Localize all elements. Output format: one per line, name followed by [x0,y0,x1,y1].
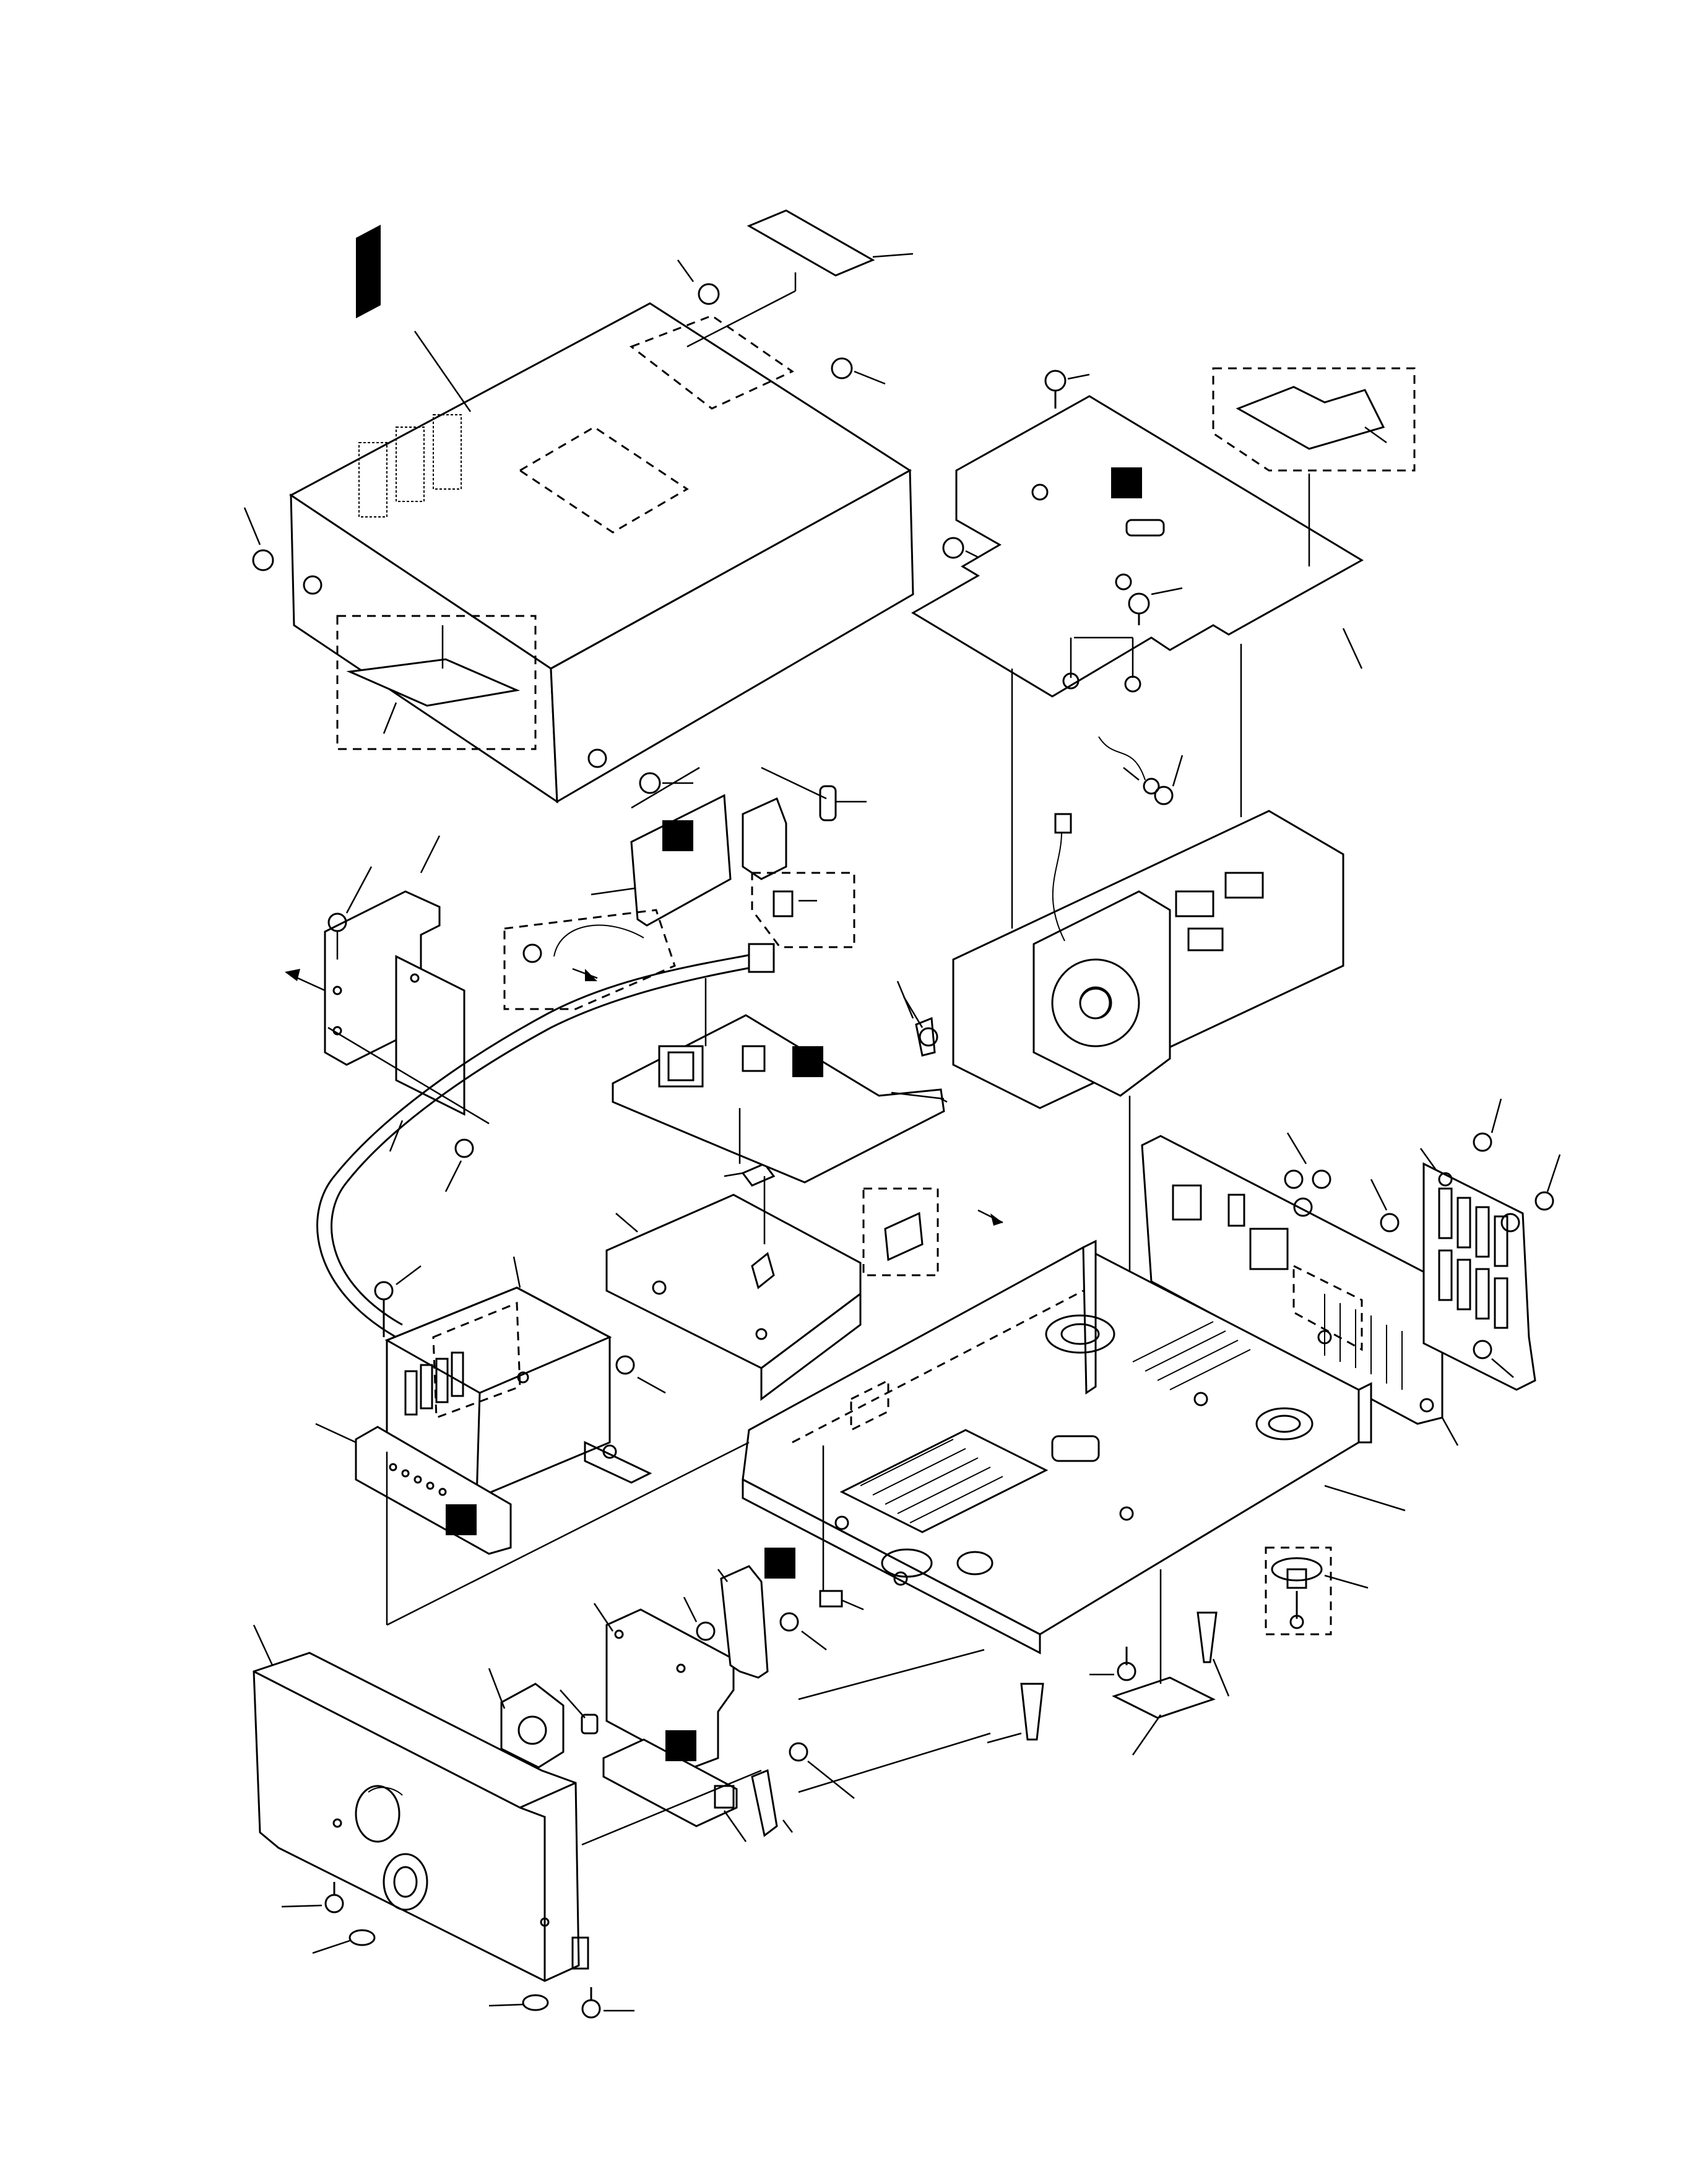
front-jack-hole [383,1853,428,1911]
front-foot [281,1882,634,2019]
callout-marker-6 [665,1730,696,1761]
rear-slots [1324,1294,1403,1390]
vent-slots-1 [356,224,381,319]
front-panel [253,1624,589,1982]
rear-grille [1419,1148,1536,1391]
rear-panel [1141,1135,1459,1446]
label-sheet [686,209,914,348]
inner-label-box [336,615,537,750]
vent-grille [358,414,462,518]
callout-marker-2 [792,1046,823,1077]
fan-blade [1051,958,1140,1047]
harness-connector [748,943,775,973]
bottom-chassis [742,1239,1406,1655]
inlet-bracket [285,835,490,1192]
front-pcb [488,1548,795,1842]
callout-marker-3 [662,820,693,851]
fuse [819,785,837,821]
ac-inlet [1051,1435,1100,1462]
chassis-foot [987,1611,1230,1744]
rear-screw [1284,1098,1561,1378]
front-screw [683,1590,864,1799]
power-transformer [374,1256,666,1499]
fan-pin [896,981,936,1057]
power-pcb [612,978,948,1184]
shield-plate [605,1163,862,1401]
top-cover [289,224,914,804]
label-box-middle [862,1187,1003,1276]
pcb-support [1044,370,1184,805]
callout-marker-5 [764,1548,795,1579]
bottom-vent-area [839,1429,1049,1533]
front-knob-hole [355,1785,400,1843]
ground-wire-box [503,909,676,1010]
cover-hole-front [587,748,607,768]
grille-slots [1438,1187,1508,1329]
fan-drive-assembly [902,810,1344,1109]
bottom-label [1112,1569,1216,1756]
main-pcb-assembly [911,395,1364,795]
cover-hole-left [303,575,322,595]
label-box-top-right [1212,367,1416,472]
wire-harness [316,952,759,1338]
foot-assembly [1265,1546,1369,1636]
callout-marker-4 [446,1504,477,1535]
callout-marker-1 [1111,467,1142,498]
fuse-holder-pcb [591,766,867,948]
bottom-vent-slots [860,1321,1251,1523]
cover-screw [243,259,991,794]
transformer-pcb [315,1423,512,1555]
